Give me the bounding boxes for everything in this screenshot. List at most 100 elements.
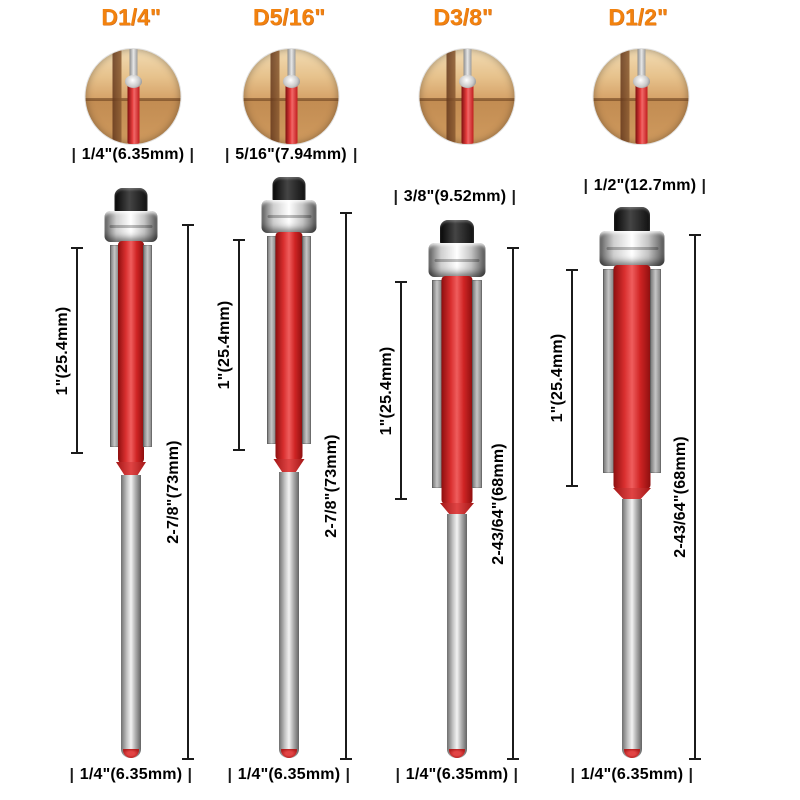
cutter-taper xyxy=(613,488,651,501)
pilot-bearing xyxy=(261,200,317,233)
overall-length-label: 2-7/8"(73mm) xyxy=(323,434,340,538)
cut-length-label: 1"(25.4mm) xyxy=(54,306,71,395)
cutter-core xyxy=(118,241,144,463)
dimension-tick xyxy=(703,178,706,194)
cutter-body xyxy=(432,276,482,504)
cut-length-dimension: 1"(25.4mm) xyxy=(54,247,83,454)
overall-length-dimension: 2-43/64"(68mm) xyxy=(672,234,701,760)
carbide-blade-right xyxy=(650,269,661,473)
bearing-lock-nut xyxy=(440,220,474,245)
diameter-dimension: 1/2"(12.7mm) xyxy=(584,177,706,195)
cutter-core xyxy=(441,276,473,504)
wood-board-edge xyxy=(270,49,280,144)
wood-board-edge xyxy=(112,49,122,144)
diameter-label: 3/8"(9.52mm) xyxy=(403,188,507,205)
dimension-tick xyxy=(584,178,587,194)
closeup-shank xyxy=(287,49,295,79)
wood-board-edge xyxy=(446,49,456,144)
carbide-blade-right xyxy=(302,236,311,444)
diameter-label: 1/2"(12.7mm) xyxy=(593,177,697,194)
bit-closeup-photo xyxy=(243,49,339,144)
overall-length-label: 2-43/64"(68mm) xyxy=(490,442,507,565)
dimension-tick xyxy=(226,147,229,163)
closeup-bearing xyxy=(124,74,142,88)
diameter-label: 1/4"(6.35mm) xyxy=(81,146,185,163)
bit-closeup-photo xyxy=(593,49,689,144)
dimension-tick xyxy=(571,767,574,783)
shank-diameter-label: 1/4"(6.35mm) xyxy=(79,766,183,783)
dimension-tick xyxy=(690,767,693,783)
dimension-tick xyxy=(515,767,518,783)
dimension-tick xyxy=(513,189,516,205)
wood-board-edge xyxy=(620,49,630,144)
dimension-tick xyxy=(228,767,231,783)
cutter-body xyxy=(110,241,152,463)
bit-size-title: D1/2" xyxy=(608,4,668,30)
diameter-label: 5/16"(7.94mm) xyxy=(235,146,347,163)
bearing-lock-nut xyxy=(272,177,306,202)
cut-length-label: 1"(25.4mm) xyxy=(549,333,566,423)
bit-closeup-photo xyxy=(419,49,515,144)
closeup-cutter xyxy=(127,84,139,144)
cut-length-dimension: 1"(25.4mm) xyxy=(216,239,245,451)
carbide-blade-right xyxy=(143,245,152,447)
overall-length-dimension: 2-43/64"(68mm) xyxy=(490,247,519,760)
closeup-cutter xyxy=(461,84,473,144)
diameter-dimension: 1/4"(6.35mm) xyxy=(72,146,194,164)
closeup-shank xyxy=(129,49,137,79)
dimension-tick xyxy=(72,147,75,163)
cut-length-dimension: 1"(25.4mm) xyxy=(549,269,578,487)
shank-diameter-dimension: 1/4"(6.35mm) xyxy=(571,766,693,784)
shank-diameter-label: 1/4"(6.35mm) xyxy=(580,766,684,783)
overall-length-label: 2-43/64"(68mm) xyxy=(672,436,689,558)
dimension-tick xyxy=(353,147,356,163)
dimension-tick xyxy=(347,767,350,783)
closeup-shank xyxy=(463,49,471,79)
bit-shank xyxy=(447,514,467,758)
pilot-bearing xyxy=(428,243,486,277)
shank-diameter-label: 1/4"(6.35mm) xyxy=(237,766,341,783)
bearing-lock-nut xyxy=(114,188,148,213)
pilot-bearing xyxy=(599,231,665,266)
cut-length-dimension: 1"(25.4mm) xyxy=(378,281,407,500)
closeup-bearing xyxy=(632,74,650,88)
bit-size-title: D1/4" xyxy=(101,4,161,30)
cutter-body xyxy=(603,265,661,489)
shank-diameter-dimension: 1/4"(6.35mm) xyxy=(396,766,518,784)
carbide-blade-left xyxy=(267,236,276,444)
cutter-core xyxy=(275,232,303,460)
shank-diameter-dimension: 1/4"(6.35mm) xyxy=(228,766,350,784)
cutter-taper xyxy=(273,459,305,474)
closeup-cutter xyxy=(635,84,647,144)
cut-length-label: 1"(25.4mm) xyxy=(216,300,233,390)
carbide-blade-left xyxy=(110,245,119,447)
carbide-blade-right xyxy=(472,280,482,488)
carbide-blade-left xyxy=(603,269,614,473)
cutter-body xyxy=(267,232,311,460)
diameter-dimension: 5/16"(7.94mm) xyxy=(226,146,356,164)
bit-shank xyxy=(121,475,141,758)
cut-length-label: 1"(25.4mm) xyxy=(378,346,395,435)
overall-length-dimension: 2-7/8"(73mm) xyxy=(323,212,352,760)
overall-length-dimension: 2-7/8"(73mm) xyxy=(165,224,194,760)
bit-size-title: D3/8" xyxy=(433,4,493,30)
dimension-tick xyxy=(396,767,399,783)
closeup-bearing xyxy=(458,74,476,88)
cutter-core xyxy=(613,265,651,489)
dimension-tick xyxy=(70,767,73,783)
bit-shank xyxy=(622,499,642,758)
bit-shank xyxy=(279,472,299,758)
closeup-shank xyxy=(637,49,645,79)
closeup-bearing xyxy=(282,74,300,88)
pilot-bearing xyxy=(104,211,158,242)
diameter-dimension: 3/8"(9.52mm) xyxy=(394,188,516,206)
overall-length-label: 2-7/8"(73mm) xyxy=(165,440,182,544)
cutter-taper xyxy=(440,503,474,516)
dimension-tick xyxy=(191,147,194,163)
carbide-blade-left xyxy=(432,280,442,488)
bearing-lock-nut xyxy=(614,207,650,233)
closeup-cutter xyxy=(285,84,297,144)
shank-diameter-label: 1/4"(6.35mm) xyxy=(405,766,509,783)
bit-closeup-photo xyxy=(85,49,181,144)
